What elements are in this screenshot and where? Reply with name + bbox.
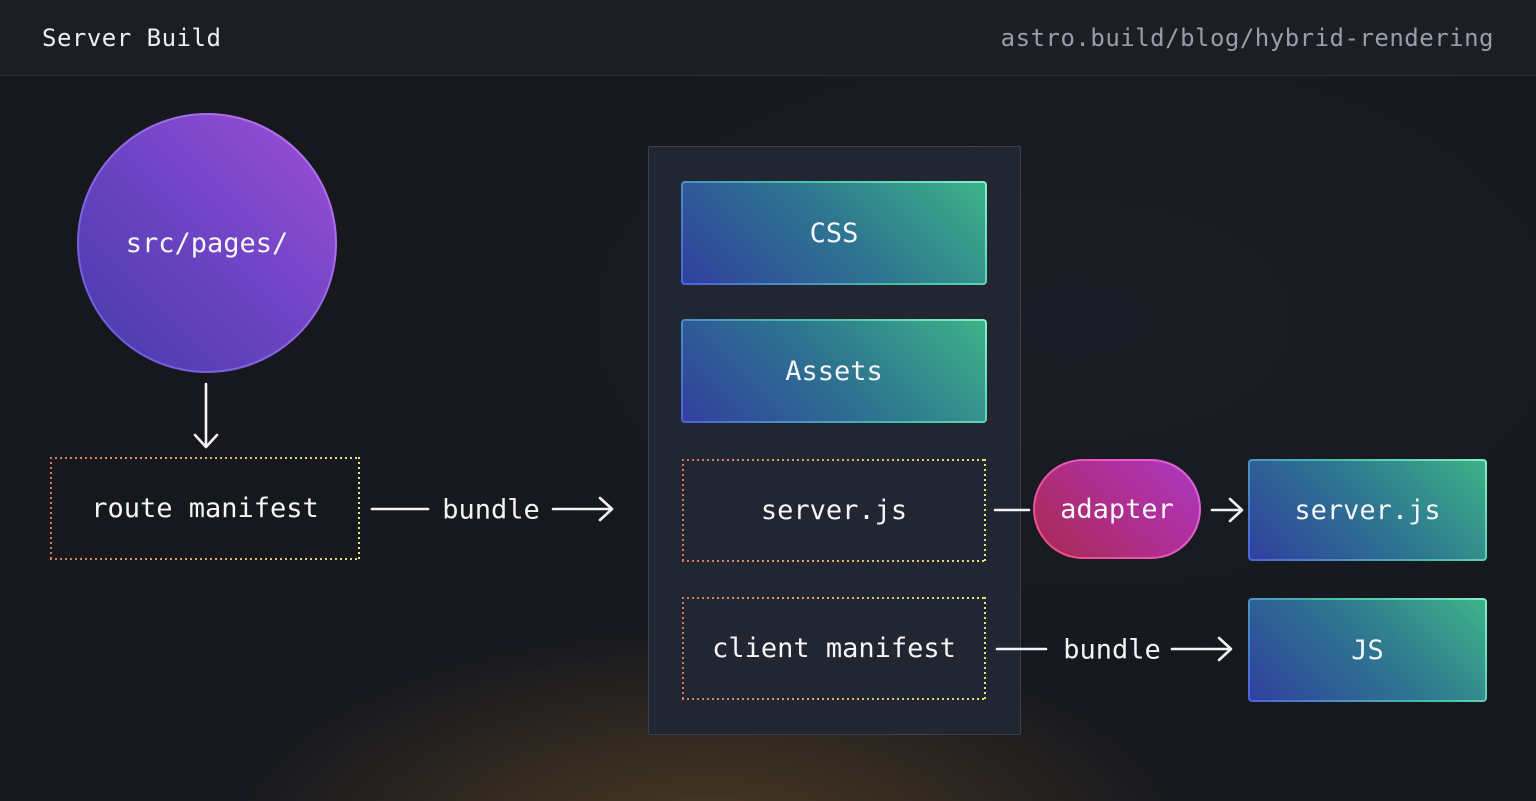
arrow-bundle-to-panel [551,496,614,522]
node-route-manifest-label: route manifest [91,493,319,524]
header-bar: Server Build astro.build/blog/hybrid-ren… [0,0,1536,76]
node-src-pages: src/pages/ [77,113,337,373]
page-title: Server Build [42,23,222,52]
node-route-manifest: route manifest [50,457,360,560]
source-url: astro.build/blog/hybrid-rendering [1000,23,1494,52]
bundle-label-left: bundle [442,494,540,526]
arrow-srcpages-to-routemanifest [193,382,219,449]
node-server-js-intermediate: server.js [682,459,986,562]
node-css-label: CSS [683,183,985,283]
node-client-manifest: client manifest [682,597,986,700]
node-server-js-output-label: server.js [1250,461,1485,559]
arrow-adapter-to-serverjs [1210,497,1244,523]
node-adapter-label: adapter [1035,461,1199,557]
node-adapter: adapter [1033,459,1201,559]
arrow-bundle-to-js [1170,636,1233,662]
node-src-pages-label: src/pages/ [79,115,335,371]
node-server-js-output: server.js [1248,459,1487,561]
node-assets: Assets [681,319,987,423]
node-client-manifest-label: client manifest [712,633,956,664]
node-js-output-label: JS [1250,600,1485,700]
node-js-output: JS [1248,598,1487,702]
bundle-label-right: bundle [1063,634,1161,666]
node-server-js-intermediate-label: server.js [760,495,908,526]
node-css: CSS [681,181,987,285]
node-assets-label: Assets [683,321,985,421]
